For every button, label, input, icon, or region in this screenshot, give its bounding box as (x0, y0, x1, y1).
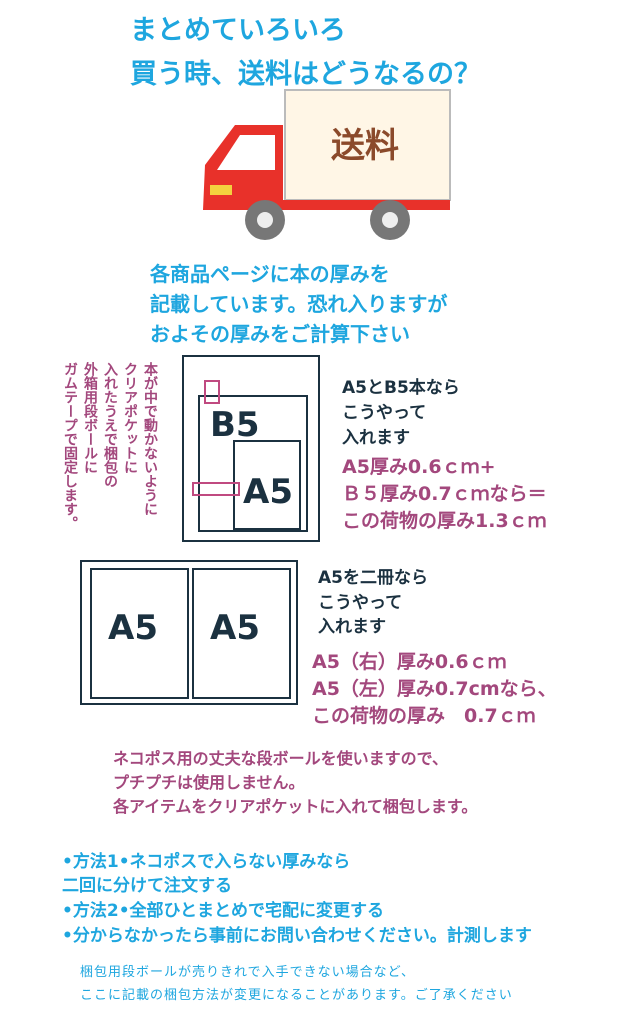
side-note: 本が中で動かないようにクリアポケットに入れたうえで梱包の外箱用段ボールにガムテー… (62, 362, 158, 530)
diagram2-caption: A5を二冊なら (318, 568, 428, 588)
truck-headlight (210, 185, 232, 195)
diagram2-outer-box (80, 560, 298, 705)
method-line: 二回に分けて注文する (62, 876, 232, 896)
lead-line-1: 各商品ページに本の厚みを (150, 262, 390, 286)
a5-label: A5 (108, 608, 158, 648)
title-line-2: 買う時、送料はどうなるの？ (130, 59, 481, 90)
lead-line-3: およその厚みをご計算下さい (150, 322, 410, 346)
packing-note: ネコポス用の丈夫な段ボールを使いますので、 (113, 749, 449, 768)
method-line: •方法2•全部ひとまとめで宅配に変更する (62, 901, 385, 921)
diagram2-caption: 入れます (318, 617, 386, 637)
packing-note: プチプチは使用しません。 (113, 773, 305, 792)
diagram2-left-book (90, 568, 189, 699)
diagram1-calc: Ｂ５厚み0.7ｃｍなら＝ (342, 483, 547, 505)
diagram2-calc: A5（左）厚み0.7cmなら、 (312, 678, 557, 700)
footer-note: 梱包用段ボールが売りきれで入手できない場合など、 (80, 965, 415, 980)
truck-cargo (284, 89, 451, 201)
diagram1-caption: 入れます (342, 428, 410, 448)
diagram1-a5-book (233, 440, 301, 530)
diagram2-right-book (192, 568, 291, 699)
title-line-1: まとめていろいろ (130, 15, 346, 46)
footer-note: ここに記載の梱包方法が変更になることがあります。ご了承ください (80, 988, 513, 1003)
diagram2-calc: この荷物の厚み 0.7ｃｍ (312, 705, 536, 727)
truck-window (217, 135, 275, 170)
diagram2-calc: A5（右）厚み0.6ｃｍ (312, 651, 507, 673)
truck-label: 送料 (331, 126, 399, 166)
diagram2-caption: こうやって (318, 593, 403, 613)
diagram1-b5-book (198, 395, 308, 532)
lead-line-2: 記載しています。恐れ入りますが (150, 292, 448, 316)
tape-piece (204, 380, 220, 404)
b5-label: B5 (210, 405, 260, 445)
a5-label: A5 (243, 472, 293, 512)
tape-piece (192, 482, 240, 496)
diagram1-caption: こうやって (342, 403, 427, 423)
diagram1-caption: A5とB5本なら (342, 378, 460, 398)
diagram1-calc: A5厚み0.6ｃｍ+ (342, 456, 496, 478)
delivery-truck-illustration: 送料 (203, 89, 451, 240)
method-line: •方法1•ネコポスで入らない厚みなら (62, 852, 351, 872)
a5-label: A5 (210, 608, 260, 648)
method-line: •分からなかったら事前にお問い合わせください。計測します (62, 926, 532, 946)
packing-note: 各アイテムをクリアポケットに入れて梱包します。 (113, 797, 478, 816)
diagram1-calc: この荷物の厚み1.3ｃｍ (342, 510, 547, 532)
diagram1-outer-box (182, 355, 320, 542)
